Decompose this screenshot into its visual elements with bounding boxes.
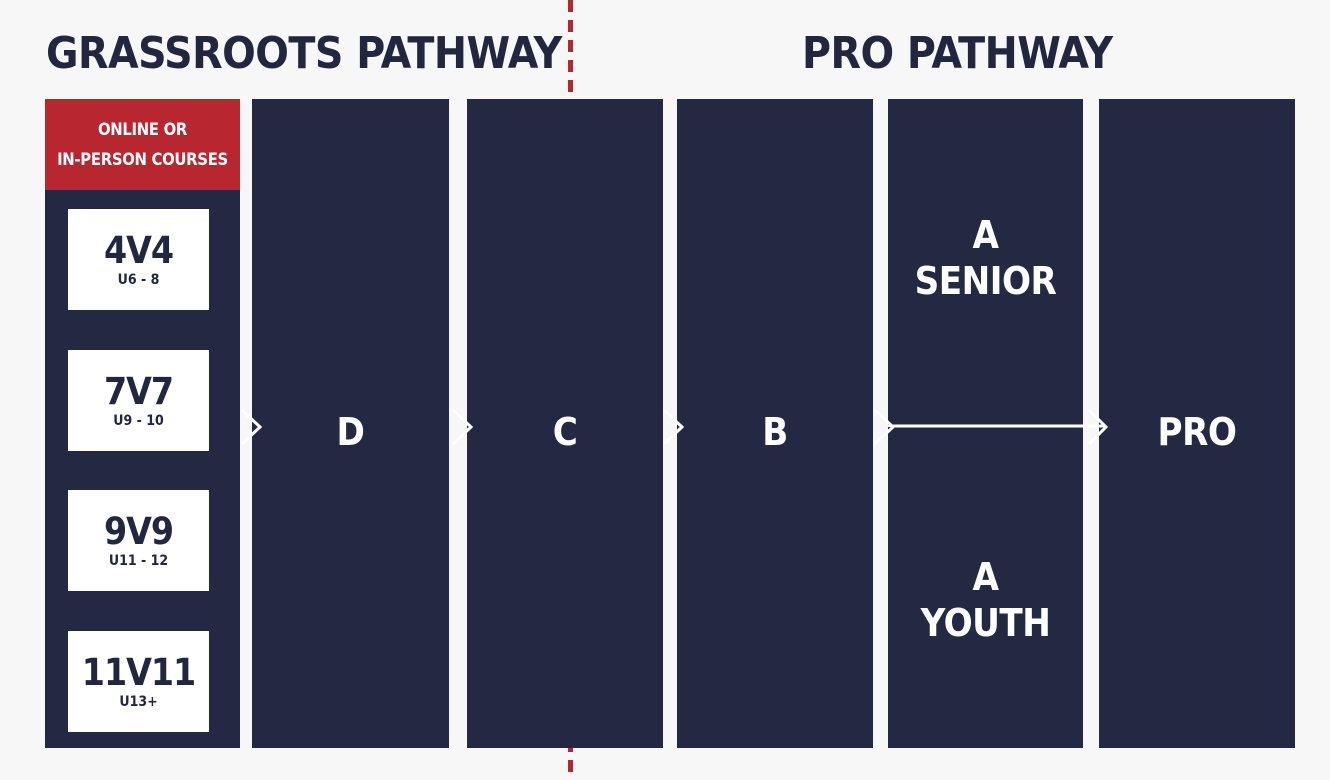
grassroots-column: ONLINE OR IN-PERSON COURSES 4V4 U6 - 8 7… [45,99,240,748]
a-senior-label-line2: SENIOR [914,259,1057,303]
courses-banner: ONLINE OR IN-PERSON COURSES [45,99,240,190]
arrow-c-to-b-icon [662,408,685,446]
pro-license-column: PRO [1099,99,1295,748]
a-senior-license-block: A SENIOR [888,99,1083,425]
a-youth-label-line2: YOUTH [920,601,1051,645]
arrow-a-to-pro-icon [1087,408,1109,446]
grassroots-pathway-heading: GRASSROOTS PATHWAY [46,28,562,79]
age-card-range: U11 - 12 [108,552,169,569]
a-senior-label-line1: A [972,213,999,257]
arrow-d-to-c-icon [451,408,474,446]
age-card-format: 4V4 [103,228,174,272]
b-license-label: B [762,410,788,454]
pro-license-label: PRO [1157,410,1237,454]
age-card-format: 7V7 [103,369,174,413]
arrow-b-to-a-icon [873,408,896,446]
d-license-column: D [252,99,449,748]
d-license-label: D [336,410,365,454]
c-license-column: C [467,99,663,748]
age-card-format: 11V11 [81,650,196,694]
arrow-grassroots-to-d-icon [240,408,263,446]
age-card-format: 9V9 [103,509,174,553]
age-card-range: U9 - 10 [113,412,164,429]
courses-banner-line1: ONLINE OR [97,119,188,139]
pro-pathway-heading: PRO PATHWAY [802,28,1113,79]
a-youth-license-block: A YOUTH [888,427,1083,748]
age-card-7v7: 7V7 U9 - 10 [68,350,209,451]
courses-banner-line2: IN-PERSON COURSES [57,149,228,169]
age-card-range: U6 - 8 [117,271,160,288]
a-youth-label-line1: A [972,555,999,599]
age-card-range: U13+ [119,693,158,710]
age-card-11v11: 11V11 U13+ [68,631,209,732]
age-card-9v9: 9V9 U11 - 12 [68,490,209,591]
c-license-label: C [552,410,578,454]
b-license-column: B [677,99,873,748]
age-card-4v4: 4V4 U6 - 8 [68,209,209,310]
